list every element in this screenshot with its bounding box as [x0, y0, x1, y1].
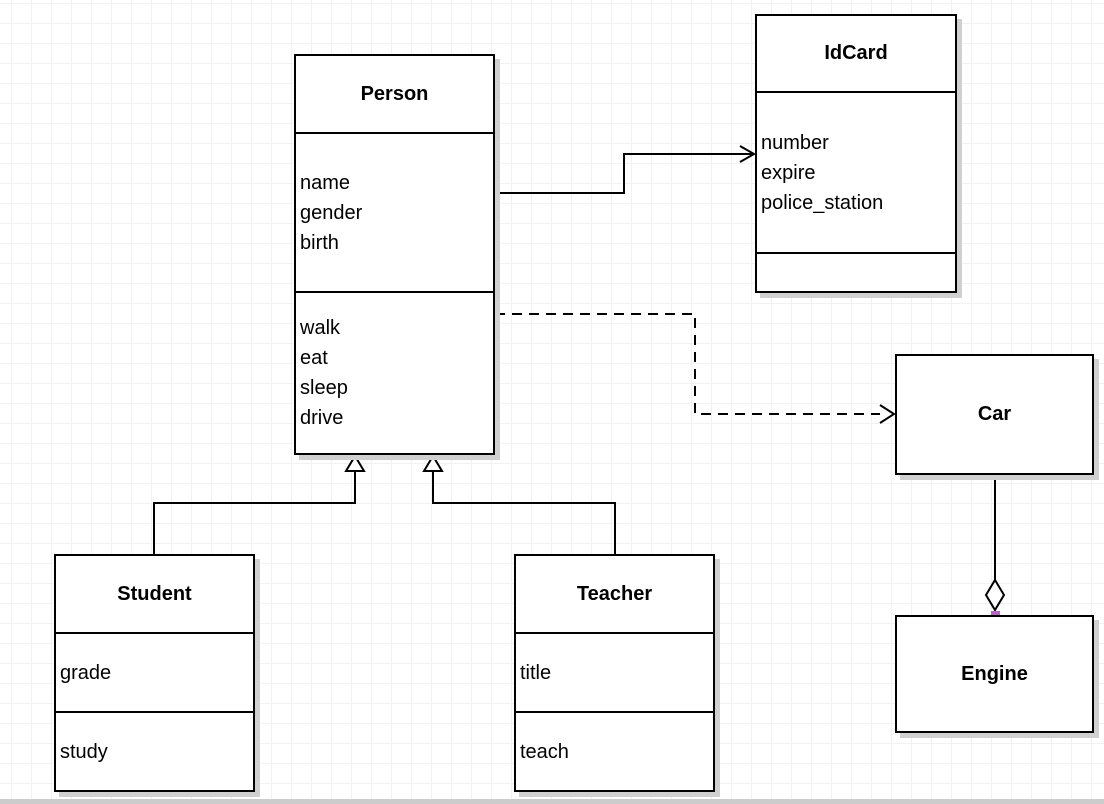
- class-student[interactable]: Student grade study: [54, 554, 255, 792]
- edge-generalization-teacher-person[interactable]: [422, 454, 616, 554]
- open-arrowhead-icon: [879, 404, 896, 424]
- class-teacher-methods: teach: [516, 713, 713, 790]
- attribute: name: [300, 171, 351, 194]
- edge-aggregation-car-engine[interactable]: [984, 471, 1006, 620]
- attribute: gender: [300, 201, 363, 224]
- method: sleep: [300, 377, 348, 399]
- class-engine-title: Engine: [961, 662, 1028, 685]
- class-idcard-title: IdCard: [757, 16, 955, 93]
- method: teach: [520, 740, 569, 763]
- class-teacher-attributes: title: [516, 634, 713, 713]
- canvas-page-edge: [0, 799, 1104, 804]
- edge-dependency-person-car[interactable]: [495, 313, 896, 424]
- method: walk: [300, 317, 341, 339]
- class-teacher[interactable]: Teacher title teach: [514, 554, 715, 792]
- attribute: police_station: [761, 191, 884, 214]
- class-person-title: Person: [296, 56, 493, 134]
- edge-association-person-idcard[interactable]: [495, 145, 757, 194]
- method: study: [60, 740, 108, 763]
- attribute: title: [520, 661, 552, 684]
- attribute: birth: [300, 231, 339, 254]
- method: eat: [300, 347, 328, 369]
- open-arrowhead-icon: [739, 145, 757, 163]
- class-idcard-attributes: number expire police_station: [757, 93, 955, 254]
- hollow-triangle-arrowhead-icon: [344, 454, 366, 472]
- edge-generalization-student-person[interactable]: [153, 454, 366, 554]
- class-engine[interactable]: Engine: [895, 615, 1094, 733]
- class-car[interactable]: Car: [895, 354, 1094, 475]
- attribute: number: [761, 131, 829, 154]
- method: drive: [300, 407, 344, 429]
- attribute: expire: [761, 161, 816, 184]
- attribute: grade: [60, 661, 112, 684]
- class-student-methods: study: [56, 713, 253, 790]
- class-person[interactable]: Person name gender birth walk eat sleep …: [294, 54, 495, 455]
- hollow-triangle-arrowhead-icon: [422, 454, 444, 472]
- class-person-attributes: name gender birth: [296, 134, 493, 293]
- class-student-attributes: grade: [56, 634, 253, 713]
- class-car-title: Car: [977, 403, 1012, 425]
- class-teacher-title: Teacher: [516, 556, 713, 634]
- class-idcard-methods: [757, 254, 955, 291]
- class-person-methods: walk eat sleep drive: [296, 293, 493, 453]
- class-idcard[interactable]: IdCard number expire police_station: [755, 14, 957, 293]
- class-student-title: Student: [56, 556, 253, 634]
- hollow-diamond-arrowhead-icon: [984, 578, 1006, 612]
